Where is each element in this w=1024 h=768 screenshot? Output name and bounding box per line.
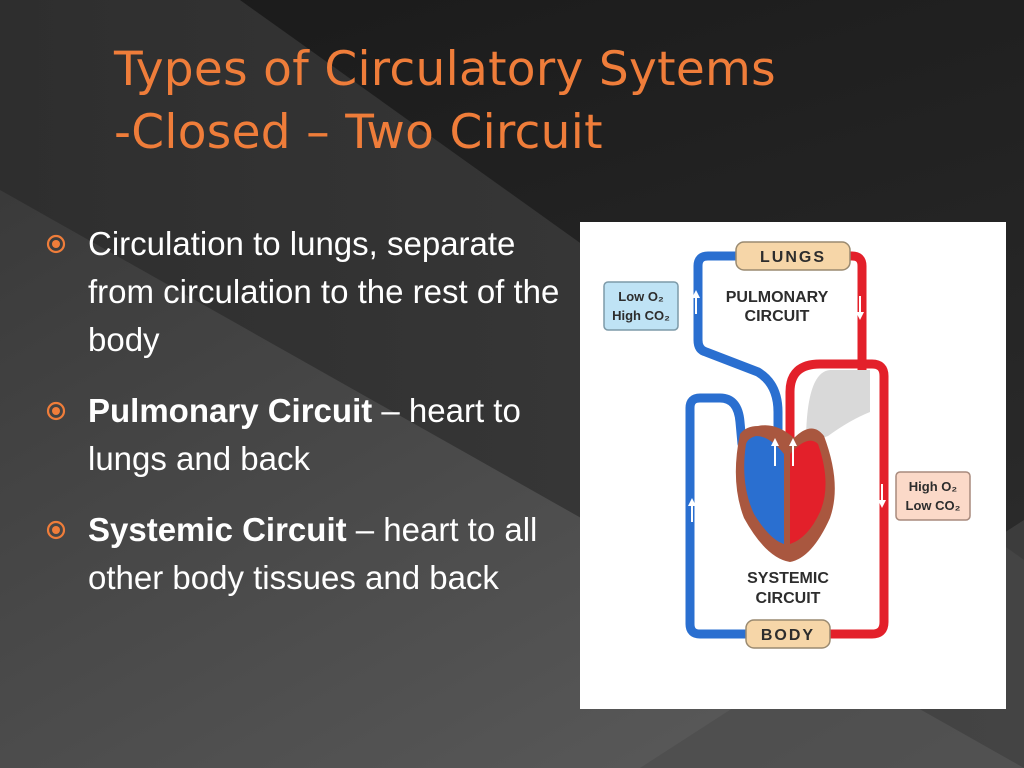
bullet-text: Circulation to lungs, separate from circ…: [88, 225, 560, 358]
flow-arrowhead: [856, 312, 864, 320]
circulation-diagram: LUNGS BODY PULMONARY CIRCUIT SYSTEMIC CI…: [580, 222, 1006, 709]
bullet-target-icon: [46, 401, 66, 421]
pulmonary-artery-path: [693, 251, 783, 452]
aorta-path: [785, 359, 889, 639]
aortic-arch-shade: [806, 370, 870, 444]
body-label: BODY: [761, 627, 815, 644]
bullet-item: Systemic Circuit – heart to all other bo…: [46, 506, 566, 602]
vena-cava-path: [685, 393, 751, 639]
systemic-circuit-label-2: CIRCUIT: [756, 590, 821, 607]
high-co2-text: High CO₂: [612, 308, 670, 323]
bullet-target-icon: [46, 520, 66, 540]
title-line-1: Types of Circulatory Sytems: [114, 42, 776, 97]
low-oxygen-text: Low O₂: [618, 289, 664, 304]
flow-arrowhead: [688, 498, 696, 506]
flow-arrowhead: [878, 500, 886, 508]
bullet-list: Circulation to lungs, separate from circ…: [46, 220, 566, 625]
bullet-bold: Pulmonary Circuit: [88, 392, 373, 429]
bullet-text: – heart to all other body tissues and ba…: [88, 511, 538, 596]
lungs-label: LUNGS: [760, 249, 826, 266]
bullet-text: – heart to lungs and back: [88, 392, 521, 477]
bullet-target-icon: [46, 234, 66, 254]
low-co2-text: Low CO₂: [906, 498, 961, 513]
heart-arrowhead: [771, 438, 779, 446]
slide-title: Types of Circulatory Sytems -Closed – Tw…: [114, 38, 994, 164]
pulmonary-circuit-label-2: CIRCUIT: [745, 308, 810, 325]
high-oxygen-box: [895, 471, 971, 521]
title-line-2: -Closed – Two Circuit: [114, 105, 603, 160]
lungs-label-box: [735, 241, 851, 271]
heart-left-side: [790, 440, 826, 544]
heart-arrowhead: [789, 438, 797, 446]
flow-arrowhead: [692, 290, 700, 298]
low-oxygen-box: [603, 281, 679, 331]
pulmonary-circuit-label: PULMONARY: [726, 289, 829, 306]
bullet-bold: Systemic Circuit: [88, 511, 347, 548]
systemic-circuit-label: SYSTEMIC: [747, 570, 829, 587]
circulation-diagram-svg: LUNGS BODY PULMONARY CIRCUIT SYSTEMIC CI…: [603, 241, 971, 649]
body-label-box: [745, 619, 831, 649]
bullet-item: Circulation to lungs, separate from circ…: [46, 220, 566, 364]
bullet-item: Pulmonary Circuit – heart to lungs and b…: [46, 387, 566, 483]
high-oxygen-text: High O₂: [909, 479, 958, 494]
